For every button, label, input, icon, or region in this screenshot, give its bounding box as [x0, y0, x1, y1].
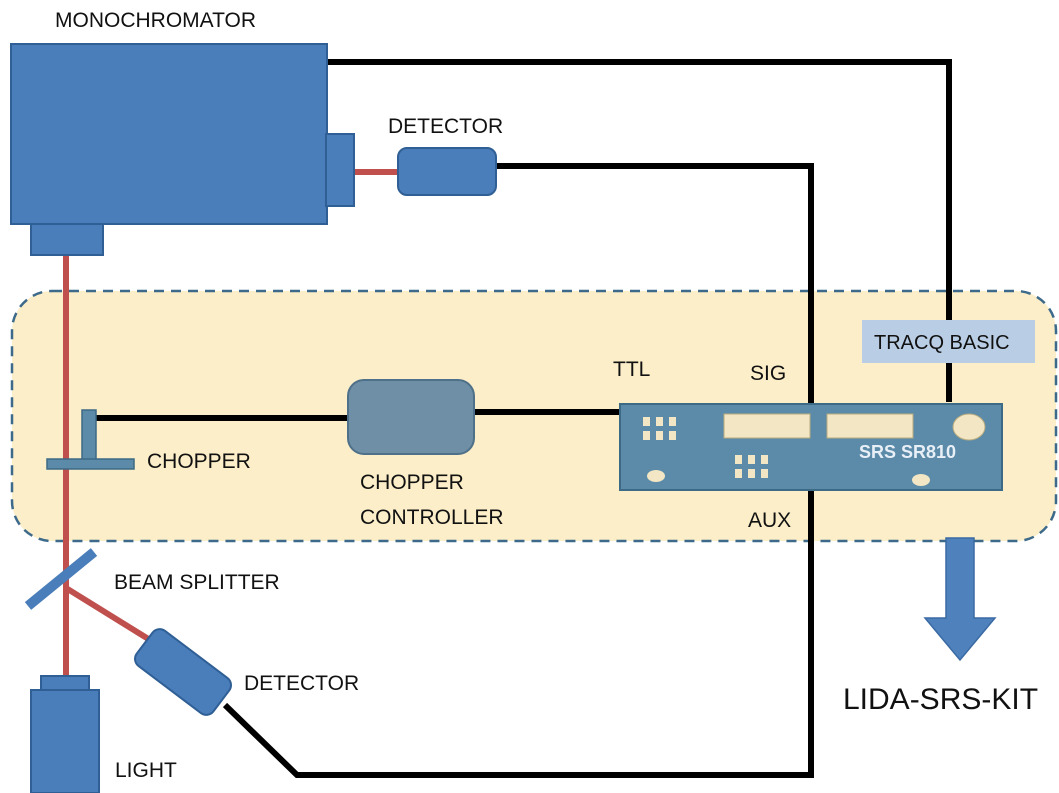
chopper-label: CHOPPER	[147, 450, 251, 473]
aux-label: AUX	[748, 509, 791, 532]
light-label: LIGHT	[115, 759, 177, 782]
lockin-label: SRS SR810	[859, 442, 956, 462]
lockin-amplifier	[619, 403, 1003, 491]
lockin-display-right	[826, 413, 914, 439]
beam-splitter	[24, 548, 98, 610]
monochromator	[10, 43, 328, 225]
kit-label: LIDA-SRS-KIT	[843, 683, 1038, 716]
sig-label: SIG	[750, 362, 786, 385]
monochromator-port-side	[325, 133, 355, 207]
tracq-label: TRACQ BASIC	[874, 332, 1010, 354]
lockin-display-left	[723, 413, 811, 439]
detector-bottom-label: DETECTOR	[244, 672, 359, 695]
cable-mono-to-tracq	[318, 59, 952, 402]
beam-splitter-to-detector	[64, 585, 152, 643]
lockin-knob-left	[647, 470, 665, 482]
chopper-controller-label-2: CONTROLLER	[360, 506, 504, 529]
tracq-label-box	[862, 320, 1035, 363]
light-source	[30, 689, 100, 793]
detector-top-label: DETECTOR	[388, 115, 503, 138]
output-arrow-icon	[923, 537, 997, 662]
detector-bottom	[134, 628, 232, 716]
lockin-knob-right	[912, 474, 930, 486]
chopper-controller	[347, 379, 475, 455]
chopper-controller-label-1: CHOPPER	[360, 471, 464, 494]
monochromator-port-bottom	[30, 223, 104, 256]
lockin-knob-large	[952, 413, 986, 441]
cable-aux-to-detector	[222, 490, 814, 778]
detector-top	[397, 147, 497, 196]
chopper-post	[81, 409, 97, 463]
chopper-base	[46, 458, 135, 470]
ttl-label: TTL	[613, 358, 650, 381]
monochromator-label: MONOCHROMATOR	[55, 9, 256, 32]
cable-detector-to-sig	[496, 163, 814, 404]
beam-splitter-label: BEAM SPLITTER	[114, 571, 280, 594]
